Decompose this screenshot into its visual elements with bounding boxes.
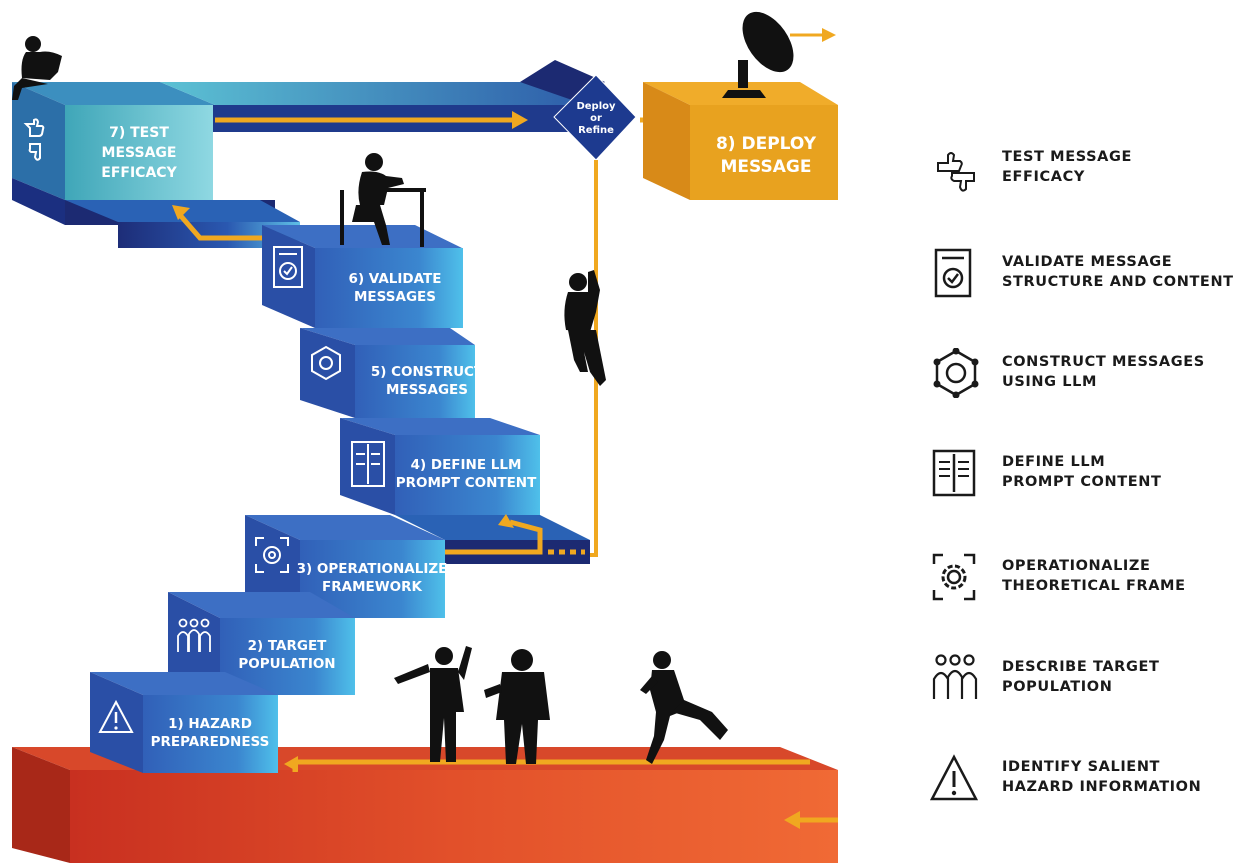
step-1-line2: PREPAREDNESS (151, 734, 270, 750)
step-8-line1: 8) DEPLOY (716, 134, 817, 154)
step-6-line2: MESSAGES (354, 289, 436, 305)
step-2-line1: 2) TARGET (248, 638, 328, 654)
decision-line3: Refine (578, 125, 614, 136)
open-book-icon (932, 449, 976, 497)
satellite-dish-silhouette (722, 11, 836, 98)
step-6-line1: 6) VALIDATE (349, 271, 442, 287)
legend-item-describe: DESCRIBE TARGET POPULATION (928, 653, 1253, 703)
validated-document-icon (934, 248, 972, 298)
legend-label-define: DEFINE LLM PROMPT CONTENT (1002, 454, 1162, 490)
deploy-box: 8) DEPLOY MESSAGE (643, 82, 838, 200)
step-4-line2: PROMPT CONTENT (396, 475, 537, 491)
gear-frame-icon (255, 537, 289, 573)
climbing-person-silhouette (564, 270, 606, 386)
step-7-line2: MESSAGE (102, 145, 177, 161)
officer-silhouette (394, 646, 472, 762)
people-group-icon (177, 618, 211, 652)
legend-label-test: TEST MESSAGE EFFICACY (1002, 149, 1132, 185)
legend-label-describe: DESCRIBE TARGET POPULATION (1002, 659, 1160, 695)
firefighter-silhouette (484, 649, 550, 764)
network-hexagon-icon (311, 345, 341, 381)
people-group-icon (932, 654, 978, 699)
legend-item-identify: IDENTIFY SALIENT HAZARD INFORMATION (928, 753, 1253, 803)
open-book-icon (351, 441, 385, 487)
warning-triangle-icon (98, 699, 134, 733)
step-1-block: 1) HAZARD PREPAREDNESS (90, 672, 278, 773)
warning-triangle-icon (929, 754, 979, 801)
legend-item-operationalize: OPERATIONALIZE THEORETICAL FRAME (928, 552, 1253, 602)
step-2-block: 2) TARGET POPULATION (168, 592, 355, 695)
legend-item-define: DEFINE LLM PROMPT CONTENT (928, 448, 1253, 498)
legend-item-test: TEST MESSAGE EFFICACY (928, 143, 1253, 193)
legend: TEST MESSAGE EFFICACY VALIDATE MESSAGE S… (928, 0, 1253, 863)
mid-path (395, 514, 590, 564)
thumbs-up-down-icon (23, 118, 45, 161)
step-5-line1: 5) CONSTRUCT (371, 364, 484, 380)
person-sitting-silhouette (12, 36, 62, 100)
step-5-line2: MESSAGES (386, 382, 468, 398)
step-7-line1: 7) TEST (109, 125, 169, 141)
step-1-line1: 1) HAZARD (168, 716, 252, 732)
step-2-line2: POPULATION (238, 656, 335, 672)
step-4-line1: 4) DEFINE LLM (411, 457, 522, 473)
thumbs-up-down-icon (937, 152, 975, 192)
step-6-block: 6) VALIDATE MESSAGES (262, 225, 463, 328)
decision-line2: or (590, 113, 602, 124)
running-person-silhouette (640, 651, 728, 764)
legend-label-construct: CONSTRUCT MESSAGES USING LLM (1002, 354, 1205, 390)
gear-frame-icon (932, 553, 976, 601)
legend-label-validate: VALIDATE MESSAGE STRUCTURE AND CONTENT (1002, 254, 1234, 290)
legend-label-identify: IDENTIFY SALIENT HAZARD INFORMATION (1002, 759, 1202, 795)
network-hexagon-icon (933, 348, 979, 398)
legend-item-validate: VALIDATE MESSAGE STRUCTURE AND CONTENT (928, 248, 1253, 298)
step-3-line1: 3) OPERATIONALIZE (297, 561, 448, 577)
step-8-line2: MESSAGE (721, 157, 812, 177)
decision-line1: Deploy (576, 101, 616, 112)
step-4-block: 4) DEFINE LLM PROMPT CONTENT (340, 418, 540, 515)
person-at-desk-silhouette (340, 153, 426, 247)
top-platform (12, 82, 600, 248)
legend-label-operationalize: OPERATIONALIZE THEORETICAL FRAME (1002, 558, 1186, 594)
validated-document-icon (273, 246, 303, 288)
step-3-line2: FRAMEWORK (322, 579, 422, 595)
legend-item-construct: CONSTRUCT MESSAGES USING LLM (928, 348, 1253, 398)
step-7-line3: EFFICACY (101, 165, 177, 181)
step-5-block: 5) CONSTRUCT MESSAGES (300, 328, 484, 418)
